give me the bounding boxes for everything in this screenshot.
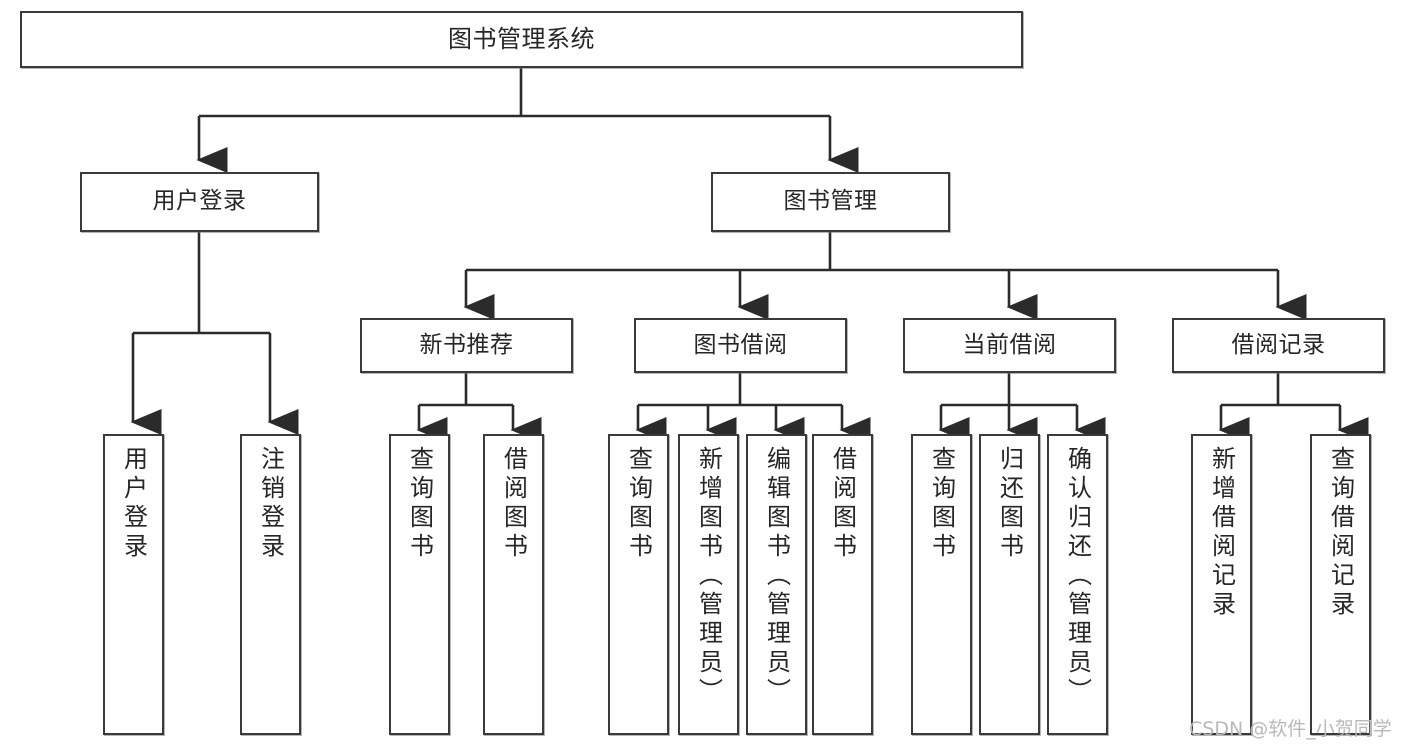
node-leaf-query-book-new[interactable]: 查询图书 xyxy=(389,434,450,735)
node-new-book-recommend-label: 新书推荐 xyxy=(419,331,514,358)
node-leaf-query-book-current-label: 查询图书 xyxy=(927,446,956,562)
node-leaf-return-book[interactable]: 归还图书 xyxy=(979,434,1040,735)
node-book-borrow-label: 图书借阅 xyxy=(693,331,788,358)
node-new-book-recommend[interactable]: 新书推荐 xyxy=(360,318,573,373)
node-book-management-label: 图书管理 xyxy=(783,188,878,215)
node-leaf-logout-label: 注销登录 xyxy=(256,446,285,562)
node-leaf-add-book-admin-label: 新增图书（管理员） xyxy=(694,446,723,707)
node-book-management[interactable]: 图书管理 xyxy=(711,172,950,232)
node-leaf-edit-book-admin-label: 编辑图书（管理员） xyxy=(762,446,791,707)
node-leaf-query-book-borrow[interactable]: 查询图书 xyxy=(608,434,669,735)
node-leaf-logout[interactable]: 注销登录 xyxy=(240,434,301,735)
node-leaf-confirm-return-admin[interactable]: 确认归还（管理员） xyxy=(1047,434,1108,735)
node-leaf-query-book-current[interactable]: 查询图书 xyxy=(911,434,972,735)
node-leaf-borrow-book[interactable]: 借阅图书 xyxy=(812,434,873,735)
node-leaf-query-borrow-record-label: 查询借阅记录 xyxy=(1326,446,1355,620)
node-user-login[interactable]: 用户登录 xyxy=(80,172,319,232)
node-current-borrow-label: 当前借阅 xyxy=(962,331,1057,358)
node-leaf-query-borrow-record[interactable]: 查询借阅记录 xyxy=(1310,434,1371,735)
node-leaf-user-login[interactable]: 用户登录 xyxy=(103,434,164,735)
csdn-watermark: CSDN @软件_小贺同学 xyxy=(1189,718,1392,740)
node-borrow-record[interactable]: 借阅记录 xyxy=(1172,318,1385,373)
node-leaf-return-book-label: 归还图书 xyxy=(995,446,1024,562)
node-leaf-borrow-book-new-label: 借阅图书 xyxy=(499,446,528,562)
node-leaf-query-book-new-label: 查询图书 xyxy=(405,446,434,562)
node-leaf-add-borrow-record[interactable]: 新增借阅记录 xyxy=(1191,434,1252,735)
node-root[interactable]: 图书管理系统 xyxy=(20,11,1023,68)
node-book-borrow[interactable]: 图书借阅 xyxy=(634,318,847,373)
node-leaf-borrow-book-label: 借阅图书 xyxy=(828,446,857,562)
node-leaf-add-book-admin[interactable]: 新增图书（管理员） xyxy=(678,434,739,735)
node-leaf-borrow-book-new[interactable]: 借阅图书 xyxy=(483,434,544,735)
node-leaf-add-borrow-record-label: 新增借阅记录 xyxy=(1207,446,1236,620)
node-leaf-user-login-label: 用户登录 xyxy=(119,446,148,562)
node-user-login-label: 用户登录 xyxy=(152,188,247,215)
node-leaf-edit-book-admin[interactable]: 编辑图书（管理员） xyxy=(746,434,807,735)
node-leaf-query-book-borrow-label: 查询图书 xyxy=(624,446,653,562)
node-current-borrow[interactable]: 当前借阅 xyxy=(903,318,1116,373)
node-leaf-confirm-return-admin-label: 确认归还（管理员） xyxy=(1063,446,1092,707)
node-borrow-record-label: 借阅记录 xyxy=(1231,331,1326,358)
node-root-label: 图书管理系统 xyxy=(448,25,595,54)
